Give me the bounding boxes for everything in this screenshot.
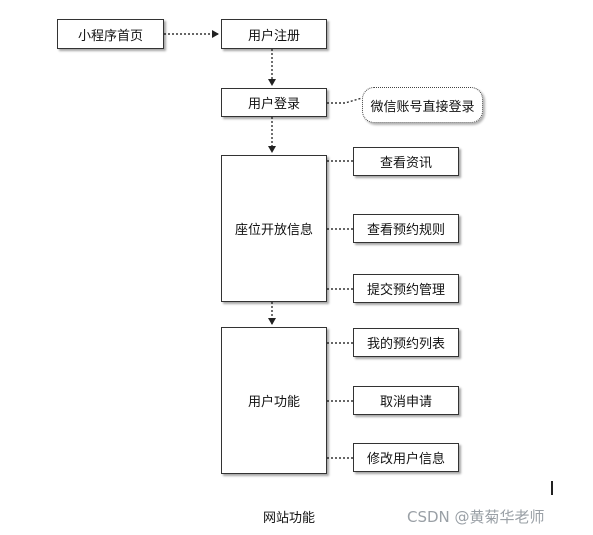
node-submit-booking: 提交预约管理 (353, 274, 459, 303)
node-wechat-login-label: 微信账号直接登录 (370, 99, 475, 115)
node-view-rules: 查看预约规则 (353, 214, 459, 243)
node-register-label: 用户注册 (247, 28, 300, 44)
node-login-label: 用户登录 (247, 97, 300, 112)
watermark: CSDN @黄菊华老师 (407, 508, 545, 526)
node-seat-info: 座位开放信息 (221, 155, 327, 302)
node-my-bookings-label: 我的预约列表 (366, 337, 445, 352)
link-login-to-wechat (327, 97, 363, 104)
node-register: 用户注册 (221, 19, 327, 49)
node-cancel-request: 取消申请 (353, 386, 459, 415)
node-view-rules-label: 查看预约规则 (366, 223, 445, 238)
node-login: 用户登录 (221, 88, 327, 117)
node-wechat-login: 微信账号直接登录 (362, 87, 483, 123)
node-cancel-request-label: 取消申请 (379, 395, 432, 410)
node-seat-info-label: 座位开放信息 (234, 223, 313, 238)
node-home: 小程序首页 (57, 19, 164, 49)
node-view-news: 查看资讯 (353, 147, 459, 176)
node-view-news-label: 查看资讯 (379, 156, 432, 171)
node-user-functions-label: 用户功能 (247, 395, 300, 410)
node-home-label: 小程序首页 (77, 28, 143, 44)
text-cursor (551, 481, 553, 495)
node-user-functions: 用户功能 (221, 327, 327, 474)
diagram-caption: 网站功能 (263, 511, 316, 526)
node-submit-booking-label: 提交预约管理 (366, 283, 445, 298)
node-edit-user-info: 修改用户信息 (353, 443, 459, 472)
node-my-bookings: 我的预约列表 (353, 328, 459, 357)
node-edit-user-info-label: 修改用户信息 (366, 452, 445, 467)
